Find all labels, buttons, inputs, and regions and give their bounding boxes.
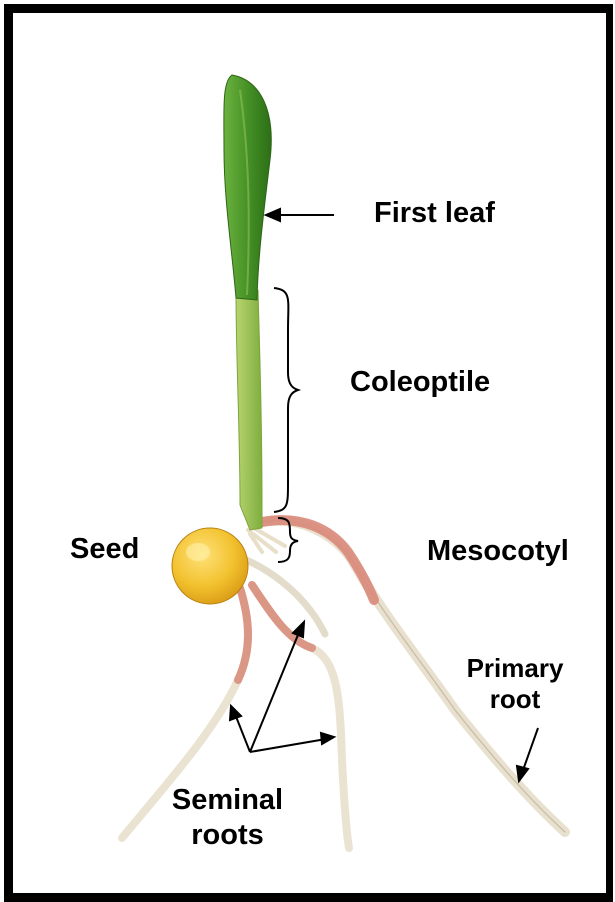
coleoptile-brace	[274, 288, 298, 512]
label-primary-root-line1: Primary	[455, 653, 575, 684]
label-seed: Seed	[70, 532, 139, 567]
mesocotyl	[262, 520, 374, 600]
seed	[172, 528, 248, 604]
label-first-leaf: First leaf	[374, 196, 495, 231]
first-leaf-arrow	[266, 209, 334, 221]
label-mesocotyl: Mesocotyl	[427, 534, 569, 569]
label-primary-root: Primary root	[455, 653, 575, 715]
coleoptile	[236, 290, 262, 530]
label-seminal-roots: Seminal roots	[155, 783, 300, 853]
label-seminal-roots-line1: Seminal	[155, 783, 300, 818]
label-primary-root-line2: root	[455, 684, 575, 715]
label-seminal-roots-line2: roots	[155, 818, 300, 853]
label-coleoptile: Coleoptile	[350, 365, 490, 400]
primary-root-arrow	[517, 728, 538, 781]
